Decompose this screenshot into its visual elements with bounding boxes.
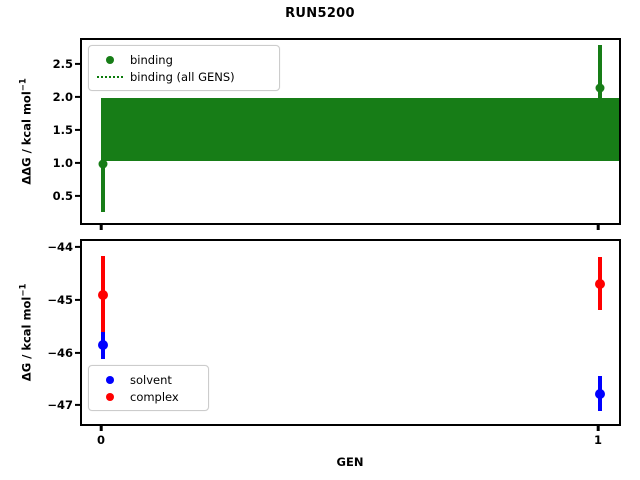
x-axis-label: GEN: [336, 455, 364, 469]
legend-label-binding-all-gens: binding (all GENS): [130, 69, 235, 84]
bottom-ylabel-text: ΔG / kcal mol: [19, 296, 34, 382]
top-xtick-mark-0: [99, 225, 103, 230]
top-ytick-mark-1.0: [75, 161, 80, 165]
bottom-ytick-label-m47: −47: [47, 398, 73, 412]
binding-all-gens-mean-line: [103, 129, 619, 130]
top-ylabel-exponent: −1: [18, 78, 29, 92]
complex-marker-gen1: [595, 278, 605, 289]
bottom-ylabel: ΔG / kcal mol−1: [19, 267, 34, 397]
solvent-marker-icon: [96, 373, 124, 387]
binding-marker-gen1: [595, 83, 605, 93]
bottom-ytick-mark-m46: [75, 351, 80, 355]
legend-label-binding: binding: [130, 52, 173, 67]
legend-label-solvent: solvent: [130, 372, 172, 387]
bottom-ytick-mark-m44: [75, 245, 80, 249]
bottom-ytick-label-m44: −44: [47, 240, 73, 254]
bottom-ytick-mark-m45: [75, 298, 80, 302]
legend-item-binding-all-gens[interactable]: binding (all GENS): [96, 68, 270, 85]
top-ytick-label-0.5: 0.5: [52, 189, 73, 203]
bottom-plot-area: solvent complex: [80, 239, 621, 426]
bottom-ytick-mark-m47: [75, 403, 80, 407]
complex-marker-gen0: [98, 289, 108, 300]
legend-item-complex[interactable]: complex: [96, 388, 199, 405]
top-ytick-label-1.0: 1.0: [52, 156, 73, 170]
top-ylabel-text: ΔΔG / kcal mol: [19, 91, 34, 185]
top-ytick-label-2.5: 2.5: [52, 57, 73, 71]
dotted-line-icon: [96, 70, 124, 84]
bottom-ytick-label-m46: −46: [47, 346, 73, 360]
binding-marker-icon: [96, 53, 124, 67]
legend-item-solvent[interactable]: solvent: [96, 371, 199, 388]
top-ytick-mark-0.5: [75, 194, 80, 198]
complex-marker-icon: [96, 390, 124, 404]
legend-item-binding[interactable]: binding: [96, 51, 270, 68]
top-ytick-mark-2.0: [75, 95, 80, 99]
top-ytick-mark-1.5: [75, 128, 80, 132]
bottom-xtick-mark-0: [99, 426, 103, 431]
top-ylabel: ΔΔG / kcal mol−1: [19, 61, 34, 201]
bottom-ylabel-exponent: −1: [18, 283, 29, 297]
bottom-xtick-label-0: 0: [96, 433, 105, 447]
binding-errorbar-gen0: [101, 98, 105, 212]
figure-title: RUN5200: [285, 6, 355, 21]
solvent-marker-gen1: [595, 388, 605, 399]
binding-marker-gen0: [98, 159, 108, 169]
top-ytick-label-2.0: 2.0: [52, 90, 73, 104]
bottom-legend[interactable]: solvent complex: [88, 365, 209, 411]
top-ytick-label-1.5: 1.5: [52, 123, 73, 137]
bottom-xtick-label-1: 1: [593, 433, 602, 447]
top-legend[interactable]: binding binding (all GENS): [88, 45, 280, 91]
legend-label-complex: complex: [130, 389, 179, 404]
top-plot-area: binding binding (all GENS): [80, 38, 621, 225]
solvent-marker-gen0: [98, 339, 108, 350]
top-xtick-mark-1: [596, 225, 600, 230]
top-ytick-mark-2.5: [75, 62, 80, 66]
bottom-xtick-mark-1: [596, 426, 600, 431]
bottom-ytick-label-m45: −45: [47, 293, 73, 307]
